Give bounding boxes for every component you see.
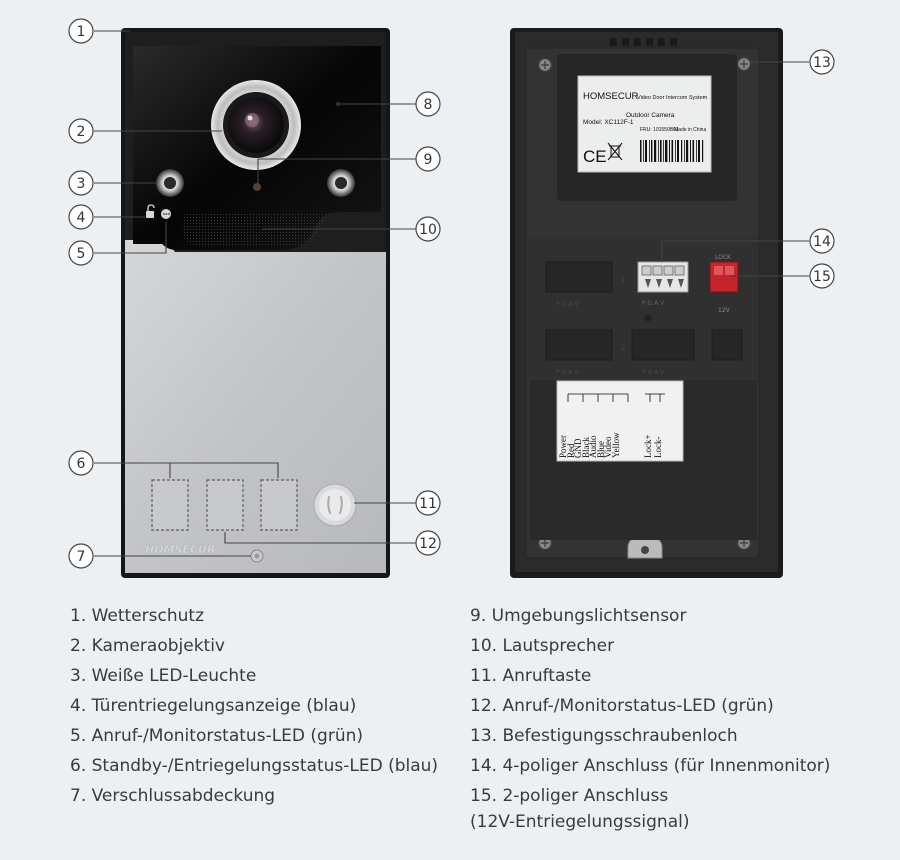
connector-3-pins-text: P G A V	[556, 301, 579, 308]
callout-5: 5	[69, 241, 93, 265]
callout-12: 12	[416, 531, 440, 555]
device-diagram: HOMSECUR	[0, 0, 900, 600]
name-plate-slots	[152, 480, 297, 530]
label-made-in: Made in China	[674, 127, 706, 133]
legend-item: 15. 2-poliger Anschluss	[470, 781, 830, 811]
legend-item: 12. Anruf-/Monitorstatus-LED (grün)	[470, 691, 830, 721]
call-button[interactable]	[314, 484, 356, 526]
legend-item: (12V-Entriegelungssignal)	[470, 811, 830, 833]
light-sensor	[253, 183, 261, 191]
callout-10: 10	[416, 217, 440, 241]
callout-number: 3	[77, 176, 86, 192]
callout-7: 7	[69, 544, 93, 568]
callout-number: 12	[419, 536, 437, 552]
status-led-icon	[161, 209, 171, 219]
label-title: Video Door Intercom System	[637, 95, 708, 101]
legend-item: 14. 4-poliger Anschluss (für Innenmonito…	[470, 751, 830, 781]
legend-item: 3. Weiße LED-Leuchte	[70, 661, 438, 691]
callout-number: 6	[77, 456, 86, 472]
port-1-label: 1	[621, 276, 625, 284]
callout-number: 7	[77, 549, 86, 565]
back-panel: HOMSECUR Video Door Intercom System Outd…	[510, 28, 783, 578]
label-model: Model: XC112F-1	[583, 119, 634, 126]
legend-item: 7. Verschlussabdeckung	[70, 781, 438, 811]
four-pin-connector	[638, 262, 688, 292]
callout-number: 15	[813, 269, 831, 285]
legend-item: 13. Befestigungsschraubenloch	[470, 721, 830, 751]
product-label: HOMSECUR Video Door Intercom System Outd…	[578, 76, 711, 172]
connector-4-pins-text: P G A V	[556, 369, 579, 376]
label-barcode	[640, 140, 703, 162]
mounting-screw-top-left	[539, 59, 551, 71]
callout-15: 15	[810, 264, 834, 288]
callout-number: 1	[77, 24, 86, 40]
callout-number: 2	[77, 124, 86, 140]
legend-item: 9. Umgebungslichtsensor	[470, 601, 830, 631]
four-pin-text: P G A V	[642, 300, 665, 307]
callout-2: 2	[69, 119, 93, 143]
microphone-hole	[336, 102, 340, 106]
callout-number: 9	[424, 152, 433, 168]
legend-item: 2. Kameraobjektiv	[70, 631, 438, 661]
callout-6: 6	[69, 451, 93, 475]
callout-number: 13	[813, 55, 831, 71]
callout-number: 5	[77, 246, 86, 262]
callout-number: 10	[419, 222, 437, 238]
callout-11: 11	[416, 491, 440, 515]
legend-item: 4. Türentriegelungsanzeige (blau)	[70, 691, 438, 721]
callout-number: 14	[813, 234, 831, 250]
lock-voltage-text: 12V	[718, 307, 731, 314]
callout-1: 1	[69, 19, 93, 43]
legend-right-column: 9. Umgebungslichtsensor 10. Lautsprecher…	[470, 601, 830, 833]
mounting-screw-top-right	[738, 58, 750, 70]
legend-left-column: 1. Wetterschutz 2. Kameraobjektiv 3. Wei…	[70, 601, 438, 811]
connector-2-pins-text: P G A V	[642, 369, 665, 376]
callout-number: 8	[424, 97, 433, 113]
legend-item: 11. Anruftaste	[470, 661, 830, 691]
callout-8: 8	[416, 92, 440, 116]
callout-4: 4	[69, 205, 93, 229]
lock-wire-text: Lock-	[653, 437, 663, 459]
callout-9: 9	[416, 147, 440, 171]
label-subtitle: Outdoor Camera	[626, 112, 675, 119]
legend-item: 1. Wetterschutz	[70, 601, 438, 631]
lock-wire-text: Lock+	[643, 434, 653, 458]
callout-number: 4	[77, 210, 86, 226]
callout-14: 14	[810, 229, 834, 253]
wire-color-text: Yellow	[611, 432, 621, 458]
legend-item: 5. Anruf-/Monitorstatus-LED (grün)	[70, 721, 438, 751]
label-brand: HOMSECUR	[583, 91, 639, 102]
camera-lens	[211, 80, 301, 170]
callout-13: 13	[810, 50, 834, 74]
callout-number: 11	[419, 496, 437, 512]
white-led-right	[327, 169, 355, 197]
legend-item: 6. Standby-/Entriegelungsstatus-LED (bla…	[70, 751, 438, 781]
white-led-left	[156, 169, 184, 197]
callout-3: 3	[69, 171, 93, 195]
front-panel: HOMSECUR	[121, 28, 390, 578]
legend-item: 10. Lautsprecher	[470, 631, 830, 661]
ce-mark: CE	[583, 147, 607, 166]
front-brand-logo: HOMSECUR	[145, 543, 215, 556]
lock-text: LOCK	[715, 254, 732, 261]
port-2-label: 2	[621, 344, 625, 352]
